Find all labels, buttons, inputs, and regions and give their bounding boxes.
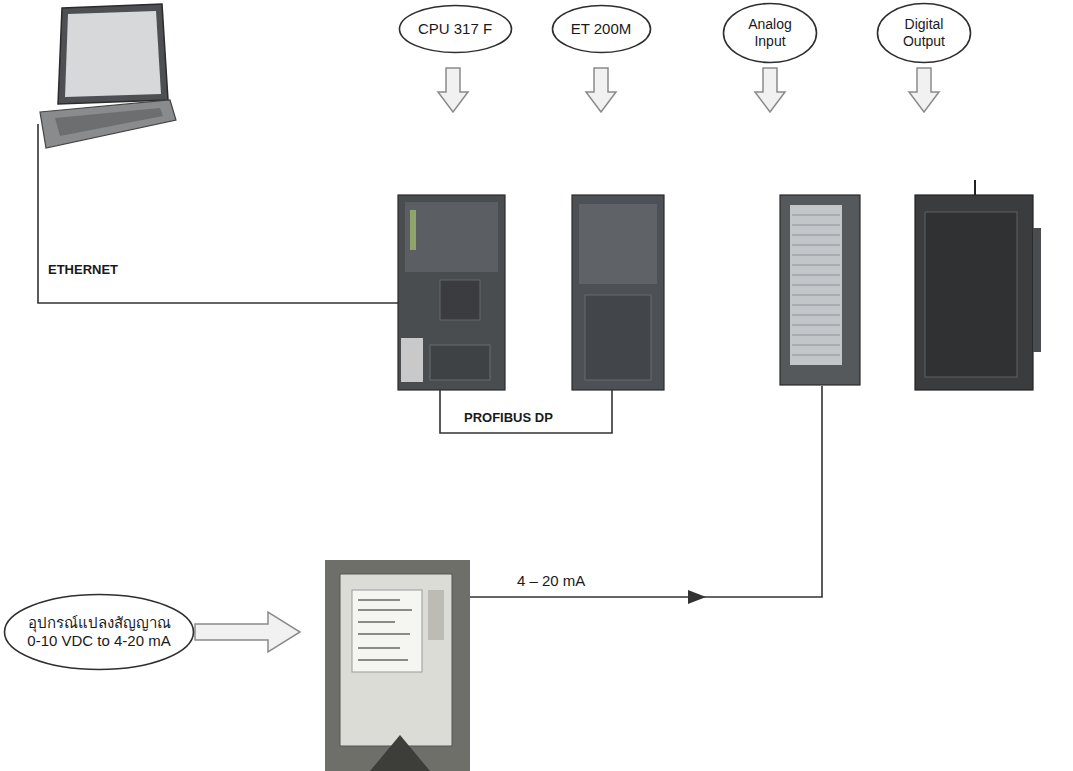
module-pin <box>974 180 976 195</box>
photo-ground <box>325 560 470 771</box>
oval-text-block: CPU 317 F <box>418 20 492 38</box>
device-sticker <box>352 590 422 672</box>
oval-text-block: Digital Output <box>896 16 952 50</box>
oval-label: Analog Input <box>742 16 798 50</box>
module-body <box>572 195 664 390</box>
oval-label: CPU 317 F <box>418 20 492 38</box>
oval-shape <box>552 6 650 53</box>
digital-output-module-picture <box>915 180 1041 390</box>
module-panel <box>925 212 1017 377</box>
oval-shape <box>399 6 511 53</box>
oval-text-block: ET 200M <box>571 20 632 38</box>
oval-label: ET 200M <box>571 20 632 38</box>
cpu-module-picture <box>398 195 505 390</box>
led-strip <box>410 210 416 250</box>
module-door <box>585 295 651 380</box>
module-body <box>915 195 1033 390</box>
wire-label: ETHERNET <box>46 262 120 278</box>
port <box>440 280 480 320</box>
module-panel <box>405 202 498 272</box>
oval-callout: CPU 317 F <box>398 4 513 54</box>
oval-label: อุปกรณ์แปลงสัญญาณ 0-10 VDC to 4-20 mA <box>23 614 175 650</box>
laptop-display <box>65 11 161 97</box>
oval-shape <box>878 4 971 63</box>
converter-picture <box>325 560 470 771</box>
arrowhead <box>688 590 706 604</box>
pointer-arrows <box>438 68 939 112</box>
profibus-wire <box>440 390 612 433</box>
module-body <box>398 195 505 390</box>
wire-label: 4 – 20 mA <box>515 572 587 590</box>
oval-text-block: Analog Input <box>742 16 798 50</box>
laptop-screen <box>58 4 168 104</box>
oval-shape <box>724 4 817 63</box>
module-label-strip <box>790 205 842 365</box>
laptop-base <box>40 100 176 148</box>
wire-label: PROFIBUS DP <box>462 410 555 426</box>
laptop-keyboard <box>55 108 163 136</box>
oval-shape <box>5 595 194 670</box>
oval-callout: Digital Output <box>876 2 972 64</box>
hollow-arrow <box>755 68 785 112</box>
hollow-arrow <box>909 68 939 112</box>
oval-label: Digital Output <box>896 16 952 50</box>
sticker-lines <box>358 600 412 660</box>
label-lines <box>792 215 840 355</box>
module-panel <box>579 204 657 284</box>
module-body <box>780 195 860 385</box>
hollow-arrow <box>438 68 468 112</box>
analog-input-module-picture <box>780 195 860 385</box>
device-shadow <box>370 735 430 771</box>
hollow-arrow <box>195 612 300 652</box>
et200m-module-picture <box>572 195 664 390</box>
laptop-picture <box>40 4 176 148</box>
oval-text-block: อุปกรณ์แปลงสัญญาณ 0-10 VDC to 4-20 mA <box>23 614 175 650</box>
device-terminal <box>428 590 444 640</box>
oval-callout: อุปกรณ์แปลงสัญญาณ 0-10 VDC to 4-20 mA <box>3 593 195 671</box>
hollow-arrow <box>586 68 616 112</box>
connector <box>430 345 490 380</box>
sticker <box>401 338 423 382</box>
oval-callout: ET 200M <box>551 4 652 54</box>
module-tab <box>1033 228 1041 352</box>
oval-callout: Analog Input <box>722 2 818 64</box>
device-body <box>340 574 452 746</box>
ethernet-wire <box>38 124 398 303</box>
